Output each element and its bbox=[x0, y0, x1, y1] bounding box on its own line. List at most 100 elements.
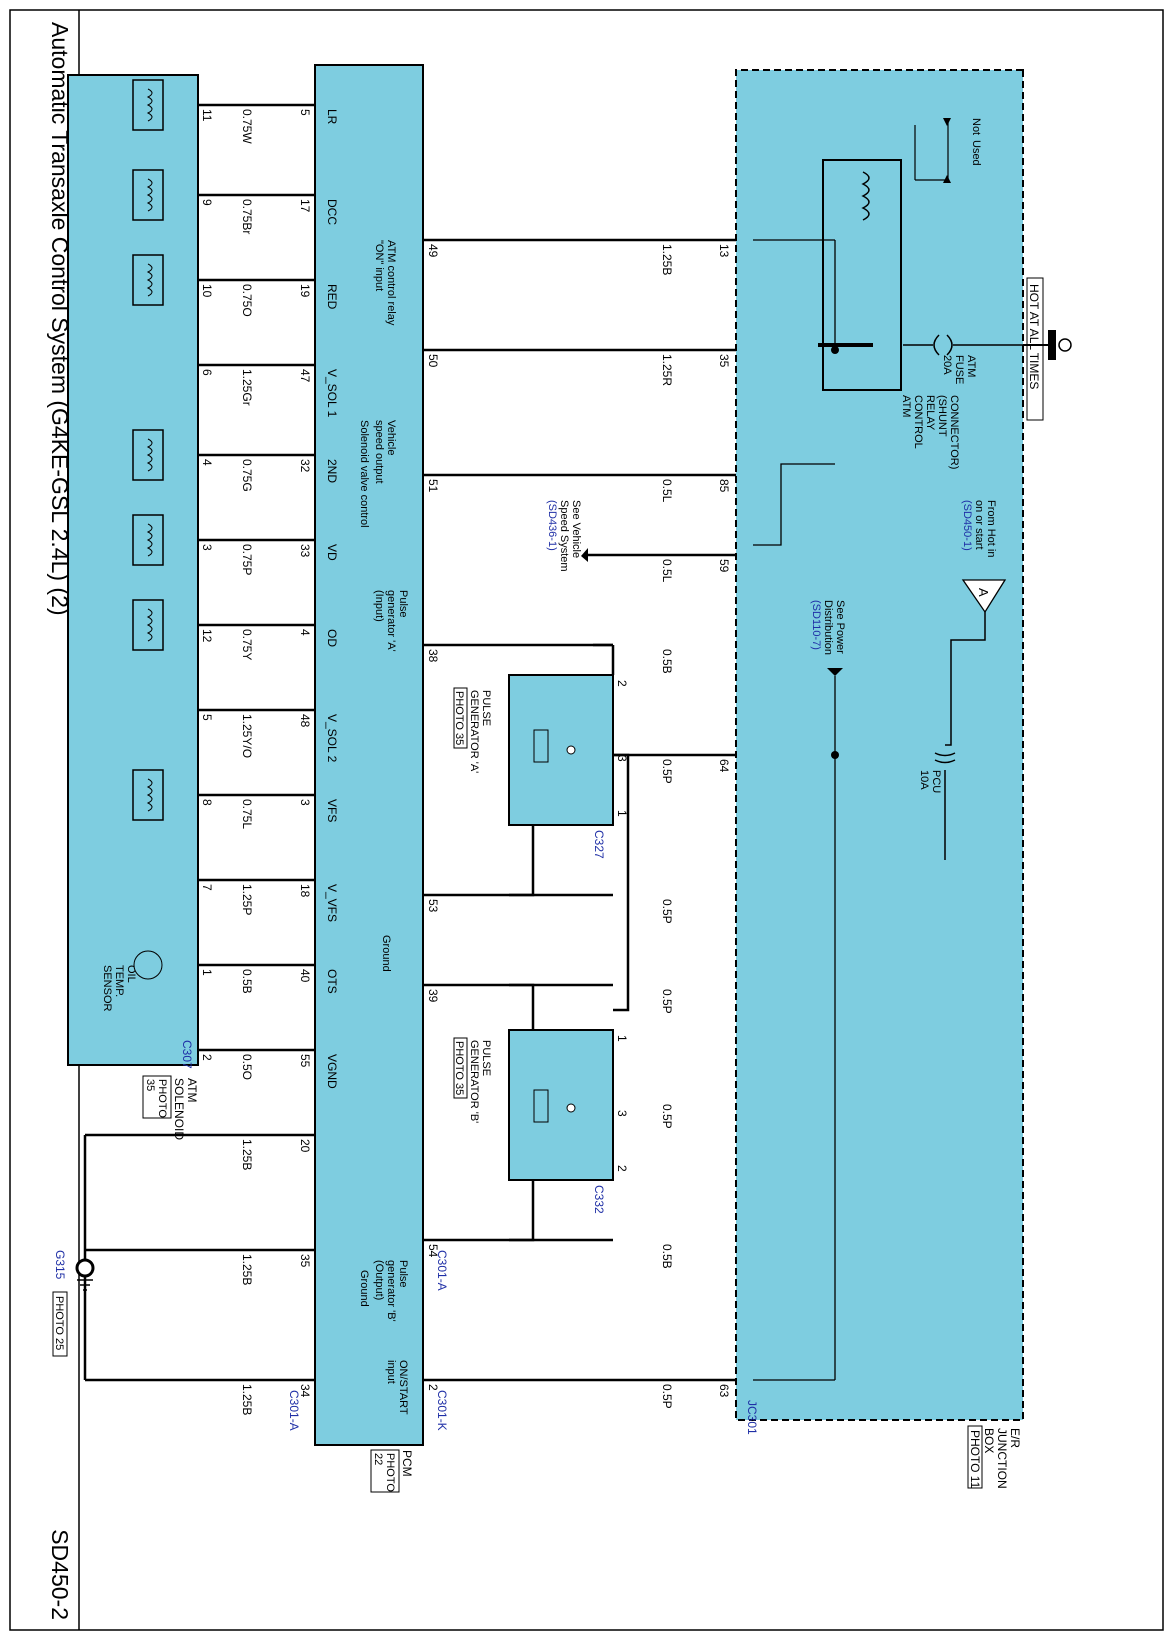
svg-text:ATM control relay: ATM control relay bbox=[385, 240, 397, 326]
atm-solenoid-photo-line1: PHOTO bbox=[156, 1079, 168, 1118]
solenoid-wire-label-12: 0.75Y bbox=[240, 629, 254, 660]
svg-text:Vehicle: Vehicle bbox=[385, 420, 397, 455]
solenoid-pin-3: 3 bbox=[200, 544, 214, 551]
svg-text:(SHUNT: (SHUNT bbox=[936, 395, 948, 437]
svg-text:ATM: ATM bbox=[900, 395, 912, 417]
svg-text:Not: Not bbox=[970, 118, 982, 135]
pcm-lower-pin-47: 47 bbox=[298, 369, 312, 383]
jc-pin-59: 59 bbox=[717, 559, 731, 573]
pulse-generator-b-label: PULSE GENERATOR 'B' bbox=[468, 1040, 492, 1123]
pcm-pin-38: 38 bbox=[426, 649, 440, 663]
battery-bus-bar bbox=[1048, 330, 1056, 360]
svg-text:CONTROL: CONTROL bbox=[912, 395, 924, 449]
pcm-lower-pin-48: 48 bbox=[298, 714, 312, 728]
pcm-photo-line2: 22 bbox=[372, 1453, 384, 1465]
svg-text:PULSE: PULSE bbox=[480, 1040, 492, 1076]
solenoid-wire-label-2: 0.5O bbox=[240, 1054, 254, 1080]
pcm-lower-label-17: DCC bbox=[325, 199, 339, 225]
atm-solenoid-photo-line2: 35 bbox=[144, 1079, 156, 1091]
junction-box-photo: PHOTO 11 bbox=[968, 1430, 982, 1489]
solenoid-pin-7: 7 bbox=[200, 884, 214, 891]
solenoid-coil-2 bbox=[132, 254, 164, 306]
pcm-lower-label-19: RED bbox=[325, 284, 339, 310]
pulse-generator-b-sensor-icon bbox=[566, 1103, 576, 1113]
svg-text:ATM: ATM bbox=[965, 355, 977, 377]
solenoid-coil-icon-3 bbox=[146, 438, 153, 472]
solenoid-wire-label-7: 1.25P bbox=[240, 884, 254, 915]
pcm-pin-39: 39 bbox=[426, 989, 440, 1003]
solenoid-pin-9: 9 bbox=[200, 199, 214, 206]
pcm-lower-pin-32: 32 bbox=[298, 459, 312, 473]
solenoid-pin-1: 1 bbox=[200, 969, 214, 976]
svg-text:Used: Used bbox=[970, 140, 982, 166]
ground-wire-label-2: 1.25B bbox=[240, 1384, 254, 1415]
power-distribution-arrow bbox=[827, 668, 843, 676]
atm-fuse-label: ATM FUSE 20A bbox=[941, 355, 977, 384]
atm-solenoid-name: ATM SOLENOID bbox=[172, 1078, 199, 1140]
svg-text:(Input): (Input) bbox=[373, 590, 385, 622]
pcm-lower-pin-3: 3 bbox=[298, 799, 312, 806]
splice-dot-64 bbox=[831, 751, 839, 759]
atm-solenoid-body bbox=[67, 74, 199, 1066]
junction-box-name: E/R JUNCTION BOX bbox=[982, 1428, 1022, 1489]
solenoid-coil-0 bbox=[132, 79, 164, 131]
pcm-lower-pin-5: 5 bbox=[298, 109, 312, 116]
upper-wire-label-6: 0.5P bbox=[660, 899, 674, 924]
atm-control-relay-body bbox=[822, 159, 902, 391]
upper-wire-label-5: 0.5P bbox=[660, 759, 674, 784]
pcu-fuse-wire bbox=[934, 612, 986, 860]
solenoid-wire-label-9: 0.75Br bbox=[240, 199, 254, 234]
pcm-connector-c301-a-lower: C301-A bbox=[287, 1390, 301, 1431]
pcm-lower-pin-55: 55 bbox=[298, 1054, 312, 1068]
junction-box-body bbox=[735, 69, 1024, 1421]
upper-wire-label-1: 1.25R bbox=[660, 354, 674, 386]
pulse-generator-a-photo: PHOTO 35 bbox=[453, 691, 465, 745]
pg-a-pin2-link bbox=[593, 643, 615, 675]
battery-terminal-icon bbox=[1058, 338, 1072, 352]
pulse-generator-a-photo-box bbox=[453, 687, 468, 749]
jc301-connector-id: JC301 bbox=[745, 1400, 759, 1435]
pcm-lower-pin-4: 4 bbox=[298, 629, 312, 636]
svg-text:ATM: ATM bbox=[185, 1078, 199, 1102]
ground-photo: PHOTO 25 bbox=[53, 1296, 65, 1350]
pg-b-pin-1: 1 bbox=[615, 1035, 629, 1042]
oil-temp-sensor-label: OIL TEMP. SENSOR bbox=[101, 965, 137, 1012]
svg-text:From Hot in: From Hot in bbox=[985, 500, 997, 557]
svg-text:Speed System: Speed System bbox=[558, 500, 570, 572]
upper-wire-label-10: 0.5P bbox=[660, 1384, 674, 1409]
pg-a-pin-3: 3 bbox=[615, 755, 629, 762]
pcm-pin-51: 51 bbox=[426, 479, 440, 493]
ground-wire-label-1: 1.25B bbox=[240, 1254, 254, 1285]
solenoid-pin-8: 8 bbox=[200, 799, 214, 806]
power-distribution-label: See Power Distribution (SD110-7) bbox=[810, 600, 846, 655]
jc-pin-13: 13 bbox=[717, 244, 731, 258]
solenoid-coil-5 bbox=[132, 599, 164, 651]
pcm-lower-pin-40: 40 bbox=[298, 969, 312, 983]
solenoid-pin-10: 10 bbox=[200, 284, 214, 298]
solenoid-wire-label-11: 0.75W bbox=[240, 109, 254, 144]
solenoid-wire-label-1: 0.5B bbox=[240, 969, 254, 994]
from-hot-label: From Hot in on or start (SD450-1) bbox=[961, 500, 997, 557]
svg-text:E/R: E/R bbox=[1008, 1428, 1022, 1448]
svg-text:Pulse: Pulse bbox=[397, 590, 409, 618]
solenoid-wire-label-6: 1.25Gr bbox=[240, 369, 254, 406]
pcm-lower-pin-19: 19 bbox=[298, 284, 312, 298]
pcm-desc-pulse-b: Pulse generator 'B' (Output) bbox=[373, 1260, 409, 1322]
connector-a-triangle bbox=[961, 579, 1007, 614]
solenoid-coil-icon-5 bbox=[146, 608, 153, 642]
not-used-arrow-1 bbox=[943, 118, 951, 126]
pcm-desc-on-start: ON/START input bbox=[385, 1360, 409, 1415]
pcm-lower-label-3: VFS bbox=[325, 799, 339, 822]
solenoid-wire-label-5: 1.25Y/O bbox=[240, 714, 254, 758]
upper-wire-label-9: 0.5B bbox=[660, 1244, 674, 1269]
pcm-name: PCM bbox=[400, 1450, 414, 1477]
svg-text:FUSE: FUSE bbox=[953, 355, 965, 384]
pcm-ground-pin-20: 20 bbox=[298, 1139, 312, 1153]
vehicle-speed-arrow bbox=[581, 548, 588, 562]
pulse-generator-a-label: PULSE GENERATOR 'A' bbox=[468, 690, 492, 773]
pg-a-pin-2: 2 bbox=[615, 680, 629, 687]
svg-text:input: input bbox=[385, 1360, 397, 1384]
